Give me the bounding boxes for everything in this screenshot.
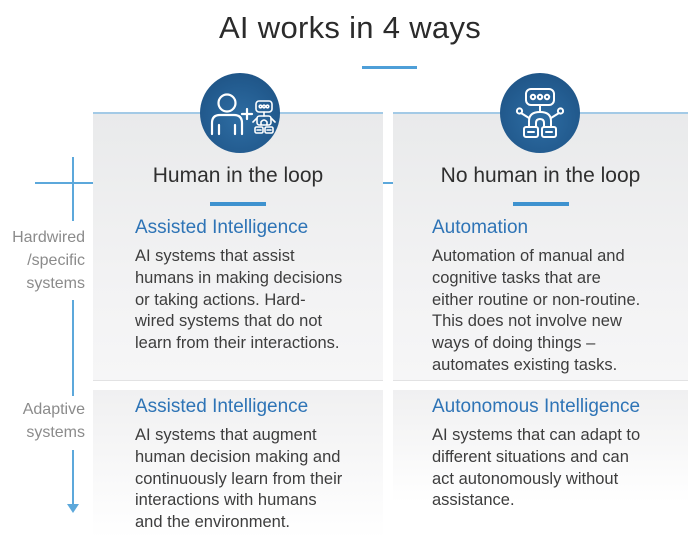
column-header-no-human-in-the-loop: No human in the loop bbox=[440, 164, 641, 187]
quadrant-heading: Assisted Intelligence bbox=[135, 217, 309, 238]
header-underline bbox=[512, 202, 569, 206]
quadrant-heading: Autonomous Intelligence bbox=[432, 396, 641, 417]
quadrant-body: AI systems that can adapt to different s… bbox=[432, 426, 641, 510]
title-underline bbox=[362, 66, 417, 69]
quadrant-automation: No human in the loop Automation Automati… bbox=[393, 112, 688, 381]
header-underline bbox=[210, 202, 266, 206]
vertical-axis-line bbox=[72, 450, 74, 504]
horizontal-axis-line bbox=[35, 182, 132, 184]
horizontal-axis-line bbox=[362, 182, 415, 184]
quadrant-body: Automation of manual and cognitive tasks… bbox=[432, 247, 641, 374]
row-label-hardwired-specific-systems: Hardwired /specific systems bbox=[12, 229, 85, 292]
vertical-axis-line bbox=[72, 157, 74, 221]
quadrant-heading: Assisted Intelligence bbox=[135, 396, 309, 417]
down-arrowhead-icon bbox=[67, 504, 79, 513]
human-plus-robot-icon bbox=[200, 73, 280, 153]
vertical-axis-line bbox=[72, 300, 74, 396]
quadrant-autonomous-intelligence: Autonomous Intelligence AI systems that … bbox=[393, 390, 688, 509]
quadrant-body: AI systems that augment human decision m… bbox=[135, 426, 343, 532]
quadrant-assisted-intelligence-adaptive: Assisted Intelligence AI systems that au… bbox=[93, 390, 383, 538]
page-title: AI works in 4 ways bbox=[218, 10, 482, 45]
quadrant-heading: Automation bbox=[432, 217, 529, 238]
quadrant-body: AI systems that assist humans in making … bbox=[135, 247, 343, 353]
column-header-human-in-the-loop: Human in the loop bbox=[152, 164, 324, 187]
row-label-adaptive-systems: Adaptive systems bbox=[22, 401, 85, 441]
robot-icon bbox=[500, 73, 580, 153]
